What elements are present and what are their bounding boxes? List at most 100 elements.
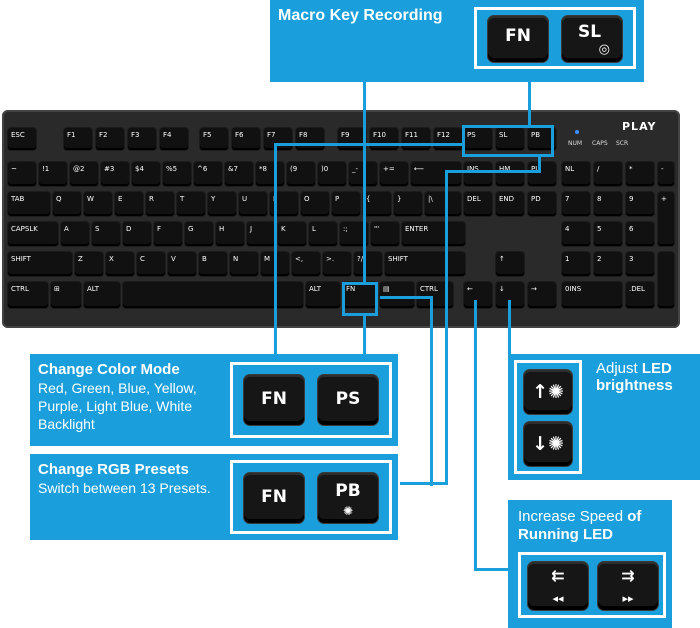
keycap: <,: [292, 252, 320, 276]
fn-key: FN: [487, 15, 549, 63]
keycap: D: [123, 222, 151, 246]
color-mode-panel: Change Color Mode Red, Green, Blue, Yell…: [30, 354, 398, 446]
arrow-right-key: →: [528, 282, 556, 308]
arrow-up-key: ↑: [496, 252, 524, 276]
brightness-down-key: ↓✺: [523, 421, 573, 467]
function-key: F10: [370, 128, 398, 150]
color-mode-title: Change Color Mode: [38, 361, 180, 378]
macro-keys-frame: FN SL ◎: [474, 7, 636, 69]
keycap: 8: [594, 192, 622, 216]
keycap: "': [371, 222, 399, 246]
keycap: DEL: [464, 192, 492, 216]
ctrl-key: CTRL: [8, 282, 48, 308]
color-mode-desc: Red, Green, Blue, Yellow, Purple, Light …: [38, 380, 197, 432]
function-key: F8: [296, 128, 324, 150]
function-key: F2: [96, 128, 124, 150]
led-keys-frame: ↑✺ ↓✺: [514, 360, 582, 474]
keycap: Z: [75, 252, 103, 276]
function-key: SL: [496, 128, 524, 150]
sl-key: SL ◎: [561, 15, 623, 63]
keycap: *8: [256, 162, 284, 186]
keycap: +=: [380, 162, 408, 186]
alt-key: ALT: [84, 282, 120, 308]
macro-title: Macro Key Recording: [278, 7, 443, 24]
keycap: CAPSLK: [8, 222, 58, 246]
keycap: 3: [626, 252, 654, 276]
arrow-left-key: ←: [464, 282, 492, 308]
keycap: #3: [101, 162, 129, 186]
keycap: L: [309, 222, 337, 246]
rgb-presets-title: Change RGB Presets: [38, 461, 189, 478]
running-speed-panel: Increase Speed of Running LED ⇇ ◂◂ ⇉ ▸▸: [508, 500, 672, 628]
keycap: PU: [528, 162, 556, 186]
alt-key: ALT: [306, 282, 340, 308]
win-key: ⊞: [51, 282, 81, 308]
rewind-icon: ◂◂: [552, 592, 564, 605]
function-key: F6: [232, 128, 260, 150]
keycap: SHIFT: [385, 252, 465, 276]
keycap: T: [177, 192, 205, 216]
caps-indicator: CAPS: [592, 140, 608, 147]
backspace-key: ⟵: [411, 162, 461, 186]
arrow-right-icon: ⇉: [621, 566, 635, 585]
keycap: 0INS: [562, 282, 622, 308]
function-key: PS: [464, 128, 492, 150]
color-mode-keys-frame: FN PS: [230, 362, 392, 438]
keycap: HM: [496, 162, 524, 186]
function-key: F1: [64, 128, 92, 150]
fnrow-highlight: [462, 125, 554, 157]
brightness-up-icon: ↑✺: [532, 381, 564, 403]
keycap: R: [146, 192, 174, 216]
keycap: INS: [464, 162, 492, 186]
keycap: .DEL: [626, 282, 654, 308]
keycap: N: [230, 252, 258, 276]
function-key: PB: [528, 128, 556, 150]
keycap: C: [137, 252, 165, 276]
keycap: Y: [208, 192, 236, 216]
keycap: ?/: [354, 252, 382, 276]
keycap: 7: [562, 192, 590, 216]
keycap: $4: [132, 162, 160, 186]
keycap: B: [199, 252, 227, 276]
keycap: 2: [594, 252, 622, 276]
keycap: -: [658, 162, 674, 186]
keycap: H: [216, 222, 244, 246]
keycap: *: [626, 162, 654, 186]
num-indicator: NUM: [568, 140, 583, 147]
num-led: [575, 130, 579, 134]
running-speed-title: Increase Speed of Running LED: [518, 508, 642, 543]
function-key: F9: [338, 128, 366, 150]
keycap: U: [239, 192, 267, 216]
enter-key: ENTER: [402, 222, 465, 246]
menu-key: ▤: [380, 282, 414, 308]
fn-highlight: [342, 282, 378, 316]
keycap: 5: [594, 222, 622, 246]
scr-indicator: SCR: [616, 140, 629, 147]
keycap: W: [84, 192, 112, 216]
keycap: Q: [53, 192, 81, 216]
keycap: F: [154, 222, 182, 246]
keycap: END: [496, 192, 524, 216]
function-key: F3: [128, 128, 156, 150]
keycap: E: [115, 192, 143, 216]
keycap: X: [106, 252, 134, 276]
fn-key: FN: [243, 472, 305, 524]
function-key: F7: [264, 128, 292, 150]
keycap: 9: [626, 192, 654, 216]
brand-logo: PLAY: [622, 120, 657, 133]
brightness-icon: ✺: [342, 504, 354, 518]
function-key: F11: [402, 128, 430, 150]
keycap: PD: [528, 192, 556, 216]
speed-down-key: ⇇ ◂◂: [527, 561, 589, 611]
keycap: J: [247, 222, 275, 246]
keycap: 6: [626, 222, 654, 246]
led-brightness-title: Adjust LED brightness: [596, 360, 673, 394]
keycap: 1: [562, 252, 590, 276]
keycap: O: [301, 192, 329, 216]
pb-key: PB ✺: [317, 472, 379, 524]
fn-key: FN: [243, 374, 305, 426]
rgb-presets-panel: Change RGB Presets Switch between 13 Pre…: [30, 454, 398, 540]
keycap: ^6: [194, 162, 222, 186]
